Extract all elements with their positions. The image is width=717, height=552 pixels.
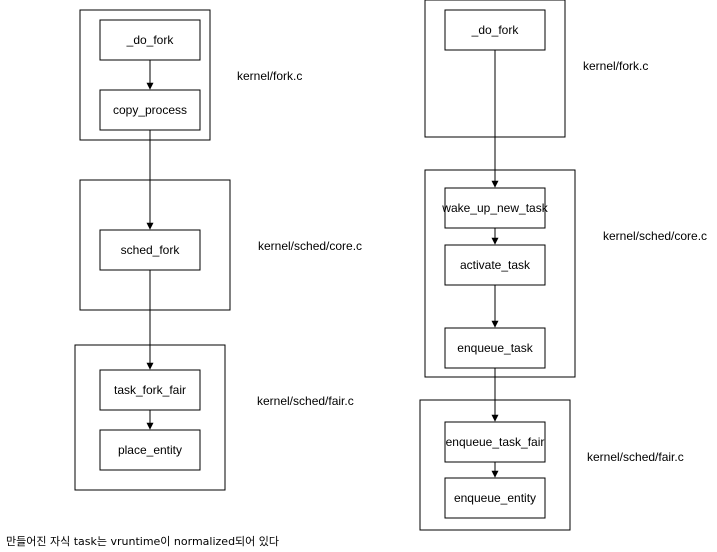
diagram-caption: 만들어진 자식 task는 vruntime이 normalized되어 있다 xyxy=(6,535,280,548)
left-group1-file-label: kernel/fork.c xyxy=(237,69,302,83)
left-node-place-entity xyxy=(99,429,201,471)
left-node-copy-process-label: copy_process xyxy=(113,103,187,117)
right-group1-file-label: kernel/fork.c xyxy=(583,59,648,73)
left-node-task-fork-fair-label: task_fork_fair xyxy=(114,383,186,397)
right-node-enqueue-task xyxy=(444,327,546,369)
left-node-do-fork-label: _do_fork xyxy=(126,33,175,47)
left-group-core-c xyxy=(79,179,231,311)
right-node-wake-up-new-task-label: wake_up_new_task xyxy=(441,201,548,215)
right-group2-file-label: kernel/sched/core.c xyxy=(603,229,707,243)
left-node-sched-fork-label: sched_fork xyxy=(121,243,181,257)
left-node-place-entity-label: place_entity xyxy=(118,443,182,457)
right-node-enqueue-task-label: enqueue_task xyxy=(457,341,533,355)
left-group3-file-label: kernel/sched/fair.c xyxy=(257,394,354,408)
right-node-do-fork-label: _do_fork xyxy=(471,23,520,37)
right-node-wake-up-new-task xyxy=(444,187,546,229)
right-group3-file-label: kernel/sched/fair.c xyxy=(587,450,684,464)
left-group2-file-label: kernel/sched/core.c xyxy=(258,239,362,253)
left-node-copy-process xyxy=(99,89,201,131)
right-node-enqueue-entity xyxy=(444,477,546,519)
left-node-task-fork-fair xyxy=(99,369,201,411)
right-node-do-fork xyxy=(444,9,546,51)
left-group-fork-c xyxy=(79,9,211,141)
right-node-activate-task-label: activate_task xyxy=(460,258,531,272)
left-node-sched-fork xyxy=(99,229,201,271)
right-group-core-c xyxy=(424,169,576,378)
right-node-enqueue-entity-label: enqueue_entity xyxy=(454,491,536,505)
right-node-enqueue-task-fair-label: enqueue_task_fair xyxy=(446,435,545,449)
right-node-enqueue-task-fair xyxy=(444,421,546,463)
